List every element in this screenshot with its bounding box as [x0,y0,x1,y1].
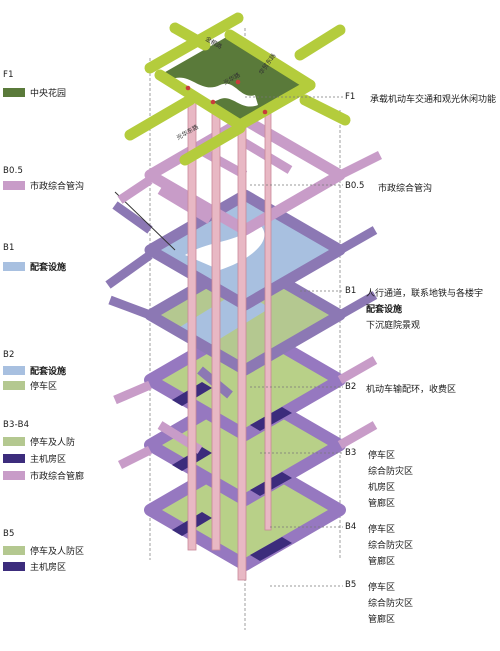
legend-swatch-b5-parking [3,546,25,555]
leader-lines [245,96,343,587]
legend-level-b5: B5 [3,529,15,539]
ann-b2-line: 机动车输配环，收费区 [366,385,457,395]
legend-label-b2-facility: 配套设施 [30,367,67,377]
ann-level-b05: B0.5 [345,181,365,191]
ann-b1-line-1: 人行通道，联系地铁与各楼宇 [366,289,484,299]
legend-swatch-b1-facility [3,262,25,271]
ann-level-b4: B4 [345,522,357,532]
legend: F1 中央花园 B0.5 市政综合管沟 B1 配套设施 B2 配套设施 停车区 … [0,0,110,651]
ann-f1-line: 承载机动车交通和观光休闲功能 [370,95,497,105]
level-f1-plate [124,12,351,166]
ann-b1-line-2: 配套设施 [366,305,403,315]
legend-label-b2-parking: 停车区 [30,382,58,392]
legend-swatch-municipal-tunnel [3,181,25,190]
ann-level-f1: F1 [345,92,356,102]
legend-level-b2: B2 [3,350,15,360]
legend-level-b1: B1 [3,243,15,253]
legend-label-parking-civil-defense: 停车及人防 [30,438,76,448]
ann-b3-line-4: 管廊区 [368,499,396,509]
ann-level-b1: B1 [345,286,357,296]
legend-swatch-central-garden [3,88,25,97]
legend-level-b3b4: B3-B4 [3,420,30,430]
ann-b05-line: 市政综合管沟 [378,184,433,194]
ann-b3-line-2: 综合防灾区 [368,467,414,477]
legend-label-municipal-tunnel: 市政综合管沟 [30,182,85,192]
legend-swatch-b2-facility [3,366,25,375]
ann-level-b2: B2 [345,382,357,392]
legend-label-b5-machine-room: 主机房区 [30,563,67,573]
legend-label-machine-room: 主机房区 [30,455,67,465]
legend-label-b5-parking: 停车及人防区 [30,547,85,557]
ann-b5-line-2: 综合防灾区 [368,599,414,609]
legend-level-f1: F1 [3,70,14,80]
legend-label-central-garden: 中央花园 [30,89,67,99]
ann-b4-line-3: 管廊区 [368,557,396,567]
legend-swatch-b2-parking [3,381,25,390]
legend-swatch-machine-room [3,454,25,463]
ann-b4-line-2: 综合防灾区 [368,541,414,551]
legend-level-b05: B0.5 [3,166,24,176]
legend-label-b1-facility: 配套设施 [30,263,67,273]
ann-b5-line-1: 停车区 [368,583,396,593]
ann-b3-line-3: 机房区 [368,483,396,493]
ann-b1-line-3: 下沉庭院景观 [366,321,421,331]
legend-swatch-b5-machine-room [3,562,25,571]
ann-b3-line-1: 停车区 [368,451,396,461]
legend-swatch-utility-gallery [3,471,25,480]
legend-label-utility-gallery: 市政综合管廊 [30,472,85,482]
legend-swatch-parking-civil-defense [3,437,25,446]
ann-b5-line-3: 管廊区 [368,615,396,625]
ann-level-b3: B3 [345,448,357,458]
ann-b4-line-1: 停车区 [368,525,396,535]
ann-level-b5: B5 [345,580,357,590]
